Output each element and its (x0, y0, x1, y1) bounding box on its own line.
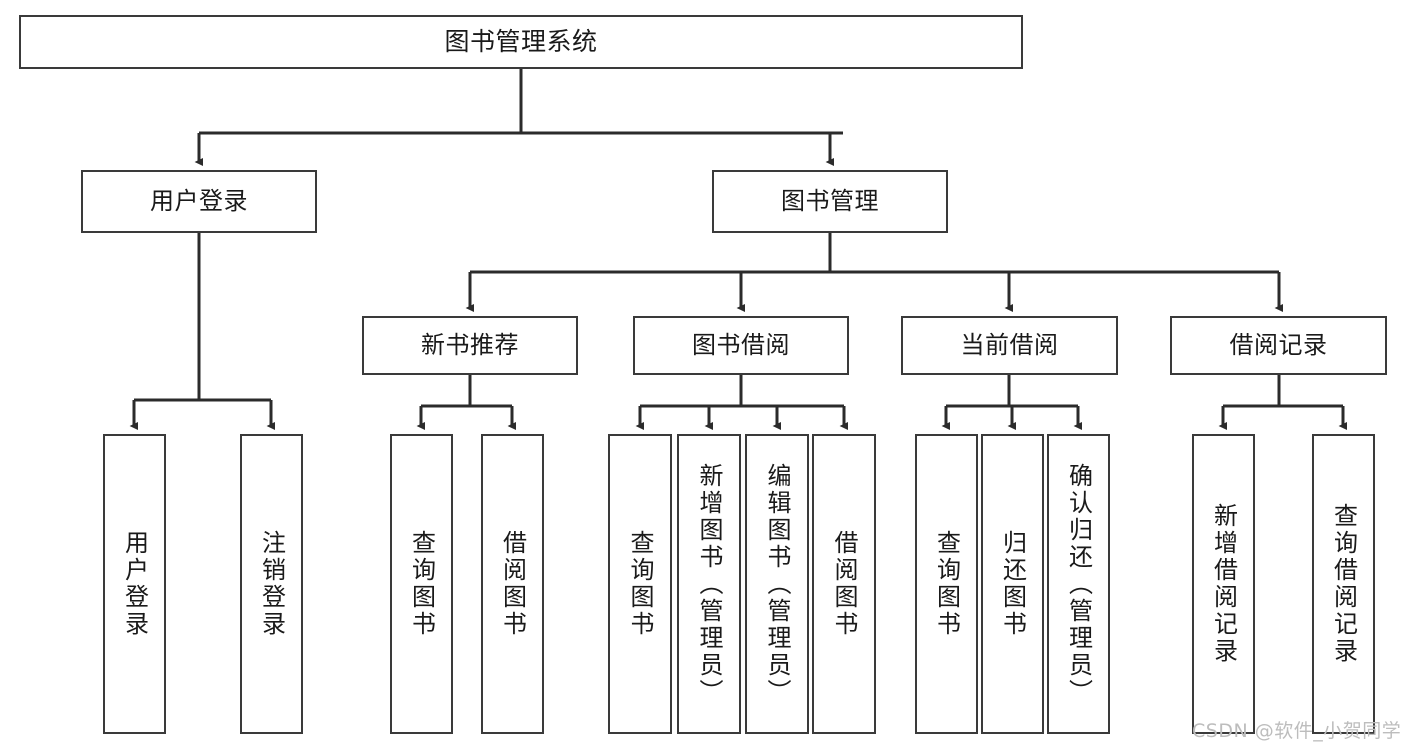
leaf-borrow-book-rec-label: 借阅图书 (498, 530, 527, 638)
leaf-edit-book-admin[interactable]: 编辑图书（管理员） (745, 434, 809, 734)
leaf-query-book-current-label: 查询图书 (932, 530, 961, 638)
leaf-query-book-borrow-label: 查询图书 (626, 530, 654, 638)
node-new-book-recommend[interactable]: 新书推荐 (362, 316, 578, 375)
node-book-manage-label: 图书管理 (781, 187, 879, 216)
node-user-login[interactable]: 用户登录 (81, 170, 317, 233)
leaf-edit-book-admin-label: 编辑图书（管理员） (763, 462, 791, 706)
node-root[interactable]: 图书管理系统 (19, 15, 1023, 69)
leaf-add-borrow-record-label: 新增借阅记录 (1209, 503, 1238, 665)
leaf-query-book-borrow[interactable]: 查询图书 (608, 434, 672, 734)
node-borrow-record-label: 借阅记录 (1229, 331, 1328, 360)
leaf-return-book[interactable]: 归还图书 (981, 434, 1044, 734)
leaf-add-book-admin-label: 新增图书（管理员） (695, 462, 723, 706)
leaf-borrow-book-label: 借阅图书 (830, 530, 858, 638)
node-current-borrow[interactable]: 当前借阅 (901, 316, 1118, 375)
leaf-logout-label: 注销登录 (257, 530, 286, 638)
leaf-query-book-rec-label: 查询图书 (407, 530, 436, 638)
node-current-borrow-label: 当前借阅 (960, 331, 1059, 360)
leaf-query-borrow-record[interactable]: 查询借阅记录 (1312, 434, 1375, 734)
node-root-label: 图书管理系统 (444, 27, 598, 57)
leaf-query-book-rec[interactable]: 查询图书 (390, 434, 453, 734)
leaf-add-book-admin[interactable]: 新增图书（管理员） (677, 434, 741, 734)
leaf-borrow-book-rec[interactable]: 借阅图书 (481, 434, 544, 734)
csdn-watermark: CSDN @软件_小贺同学 (1192, 720, 1402, 742)
node-book-manage[interactable]: 图书管理 (712, 170, 948, 233)
leaf-borrow-book[interactable]: 借阅图书 (812, 434, 876, 734)
node-book-borrow-label: 图书借阅 (692, 331, 790, 360)
node-user-login-label: 用户登录 (150, 187, 248, 216)
leaf-return-book-label: 归还图书 (998, 530, 1027, 638)
node-new-book-recommend-label: 新书推荐 (421, 331, 519, 360)
leaf-confirm-return-admin-label: 确认归还（管理员） (1064, 462, 1093, 706)
leaf-add-borrow-record[interactable]: 新增借阅记录 (1192, 434, 1255, 734)
node-book-borrow[interactable]: 图书借阅 (633, 316, 849, 375)
leaf-user-login-label: 用户登录 (120, 530, 149, 638)
leaf-query-borrow-record-label: 查询借阅记录 (1329, 503, 1358, 665)
leaf-logout[interactable]: 注销登录 (240, 434, 303, 734)
leaf-query-book-current[interactable]: 查询图书 (915, 434, 978, 734)
leaf-confirm-return-admin[interactable]: 确认归还（管理员） (1047, 434, 1110, 734)
node-borrow-record[interactable]: 借阅记录 (1170, 316, 1387, 375)
leaf-user-login[interactable]: 用户登录 (103, 434, 166, 734)
